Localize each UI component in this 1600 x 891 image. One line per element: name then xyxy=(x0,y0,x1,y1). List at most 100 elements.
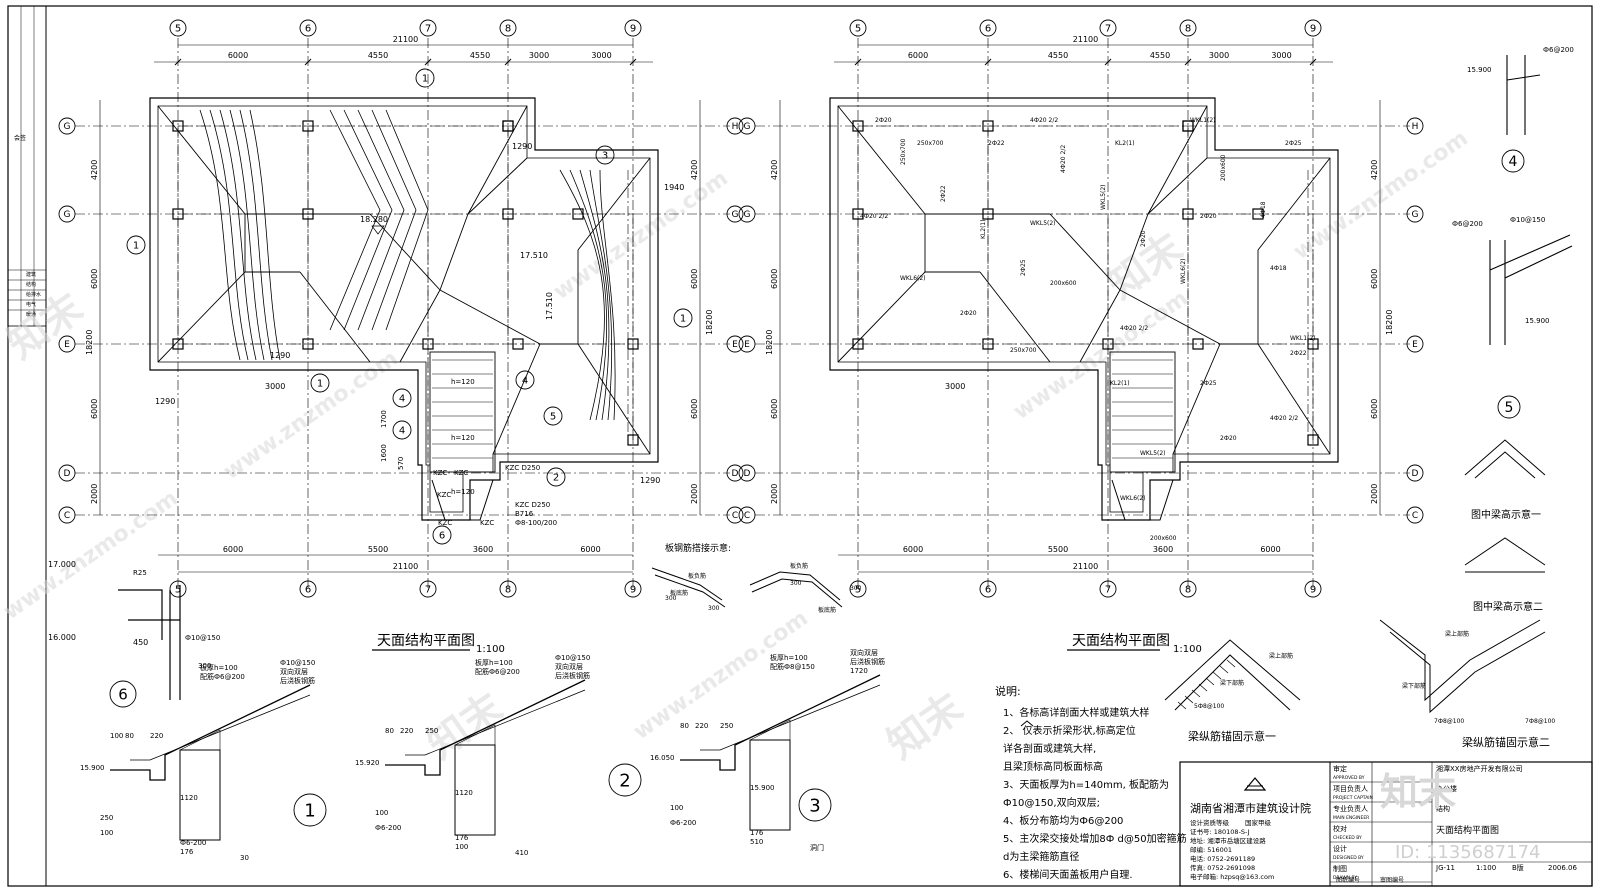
rebar-curve-4 xyxy=(239,109,273,361)
section-bubble-9 xyxy=(546,467,566,487)
anchor2-stirrups-b: 7Ф8@100 xyxy=(1525,718,1555,725)
dim-1290-c: 1290 xyxy=(512,142,532,151)
conn-bar-4 xyxy=(751,578,843,608)
section-2-text-13: 100 xyxy=(455,843,468,851)
col-axis-top-4-label: 9 xyxy=(1310,24,1316,35)
conn-label-4: 300 xyxy=(708,605,720,612)
conn-label-5: 300 xyxy=(665,595,677,602)
kzc-mark-0: KZC xyxy=(433,469,447,477)
anchor1-stirrup-6 xyxy=(1219,665,1229,674)
dim-right-2: 6000 xyxy=(1370,399,1379,419)
dim-tick-top-3 xyxy=(504,58,512,66)
beam-label-6: 2Ф25 xyxy=(1285,140,1302,147)
section-1-text-9: 220 xyxy=(150,732,163,740)
roof-outline-inner xyxy=(837,105,1331,513)
section-bubble-3-label: 1 xyxy=(680,314,686,325)
project-name: 办公楼 xyxy=(1436,784,1457,793)
col-axis-bottom-2 xyxy=(419,580,437,598)
col-axis-top-0-label: 5 xyxy=(175,24,181,35)
beam-label-24: 200x600 xyxy=(1150,535,1177,542)
tb-row-en-3: CHECKED BY xyxy=(1333,835,1362,841)
conn-label-2: 板负筋 xyxy=(790,562,808,570)
dim-top-1: 4550 xyxy=(368,51,388,60)
roof-hip-3 xyxy=(979,271,1051,363)
section-bubble-0-label: 1 xyxy=(422,74,428,85)
section-1-text-7: 100 xyxy=(110,732,123,740)
roof-outline-outer xyxy=(829,97,1339,521)
col-axis-top-3 xyxy=(499,19,517,37)
rebar-curve-right-0 xyxy=(559,169,605,421)
section-bubble-8-label: 5 xyxy=(550,412,556,423)
row-axis-right-4-label: C xyxy=(1412,511,1418,521)
column-9 xyxy=(1102,338,1114,350)
detail5-shape xyxy=(1489,234,1573,345)
rebar-curve-right-3 xyxy=(589,169,613,421)
kzc-mark-3: KZC xyxy=(480,519,494,527)
col-axis-top-3-label: 8 xyxy=(505,24,511,35)
conn-bar-1 xyxy=(651,567,723,601)
left-plan-title: 天面结构平面图 xyxy=(377,633,475,649)
institute-name: 湖南省湘潭市建筑设计院 xyxy=(1190,801,1311,815)
section-bubble-3 xyxy=(673,308,693,328)
dim-right-3: 2000 xyxy=(690,484,699,504)
column-5 xyxy=(1182,208,1194,220)
beam-label-7: 4Ф20 2/2 xyxy=(860,213,888,220)
section-bubble-1 xyxy=(595,145,615,165)
col-axis-bottom-2 xyxy=(1099,580,1117,598)
dim-1290-b: 1290 xyxy=(270,351,290,360)
roof-hip-0 xyxy=(157,105,246,215)
drawing-frame xyxy=(7,5,1593,887)
section-1-text-4: 后浇板钢筋 xyxy=(280,676,315,685)
col-axis-top-1-label: 6 xyxy=(985,24,991,35)
tb-row-3: 校对 xyxy=(1333,824,1347,833)
section-3-hatch xyxy=(749,719,791,741)
col-axis-top-4 xyxy=(1304,19,1322,37)
section-1-slab xyxy=(110,684,311,781)
anchor1-shape xyxy=(1164,639,1301,711)
title-block: 湖南省湘潭市建筑设计院 设计资质等级 国家甲级 证书号: 180108-S-J … xyxy=(1179,761,1593,887)
section-3-text-11: Ф6-200 xyxy=(670,819,696,827)
dim-top-0: 6000 xyxy=(228,51,248,60)
address: 地址: 湘潭市岳塘区建设路 xyxy=(1190,836,1266,845)
col-axis-top-4 xyxy=(624,19,642,37)
kzc-mark-4: KZC xyxy=(437,491,451,499)
row-axis-right-3 xyxy=(726,464,744,482)
anchor2-bottom-bar: 梁下部筋 xyxy=(1402,682,1426,690)
anchor1-label: 梁纵筋锚固示意一 xyxy=(1188,729,1276,743)
row-axis-left-1 xyxy=(58,205,76,223)
beam-label-extra-8: 200x600 xyxy=(1220,154,1227,181)
roof-hip-2 xyxy=(837,271,926,363)
roof-hip-1 xyxy=(1147,105,1208,215)
section-bubble-10 xyxy=(432,525,452,545)
stamp-text-0: 会签 xyxy=(14,134,26,142)
watermark-site-5: www.znzmo.com xyxy=(0,486,183,625)
section-3: 板厚h=100配筋Ф8@150双向双层后浇板钢筋172015.90016.050… xyxy=(650,648,885,852)
anchor1-stirrup-7 xyxy=(1226,659,1236,668)
column-1 xyxy=(982,120,994,132)
rebar-chevron-4 xyxy=(385,109,429,331)
dim-right-total: 18200 xyxy=(705,310,714,335)
column-3 xyxy=(172,208,184,220)
row-axis-right-4-label: C xyxy=(732,511,738,521)
beam-h1-label: 图中梁高示意一 xyxy=(1471,508,1541,521)
col-axis-bottom-2-label: 7 xyxy=(425,585,431,596)
dim-bottom-2: 3600 xyxy=(473,545,493,554)
col-axis-bottom-1-label: 6 xyxy=(985,585,991,596)
rebar-curve-right-1 xyxy=(569,169,608,421)
beam-h2-label: 图中梁高示意二 xyxy=(1473,600,1543,613)
section-2-hatch xyxy=(454,724,496,746)
detail6-shape xyxy=(118,585,181,700)
tb-row-en-2: MAIN ENGINEER xyxy=(1333,815,1369,821)
dim-tick-top-3 xyxy=(1184,58,1192,66)
row-axis-right-2-label: E xyxy=(732,340,738,350)
stamp-text-3: 给排水 xyxy=(26,291,41,298)
detail6-bar: Ф10@150 xyxy=(185,634,220,642)
beam-label-3: 250x700 xyxy=(917,140,944,147)
stamp-text-1: 建筑 xyxy=(26,271,36,278)
section-bubble-5 xyxy=(392,388,412,408)
id-label: ID: 1135687174 xyxy=(1395,842,1540,863)
detail4-shape xyxy=(1506,55,1541,135)
column-13 xyxy=(502,120,514,132)
